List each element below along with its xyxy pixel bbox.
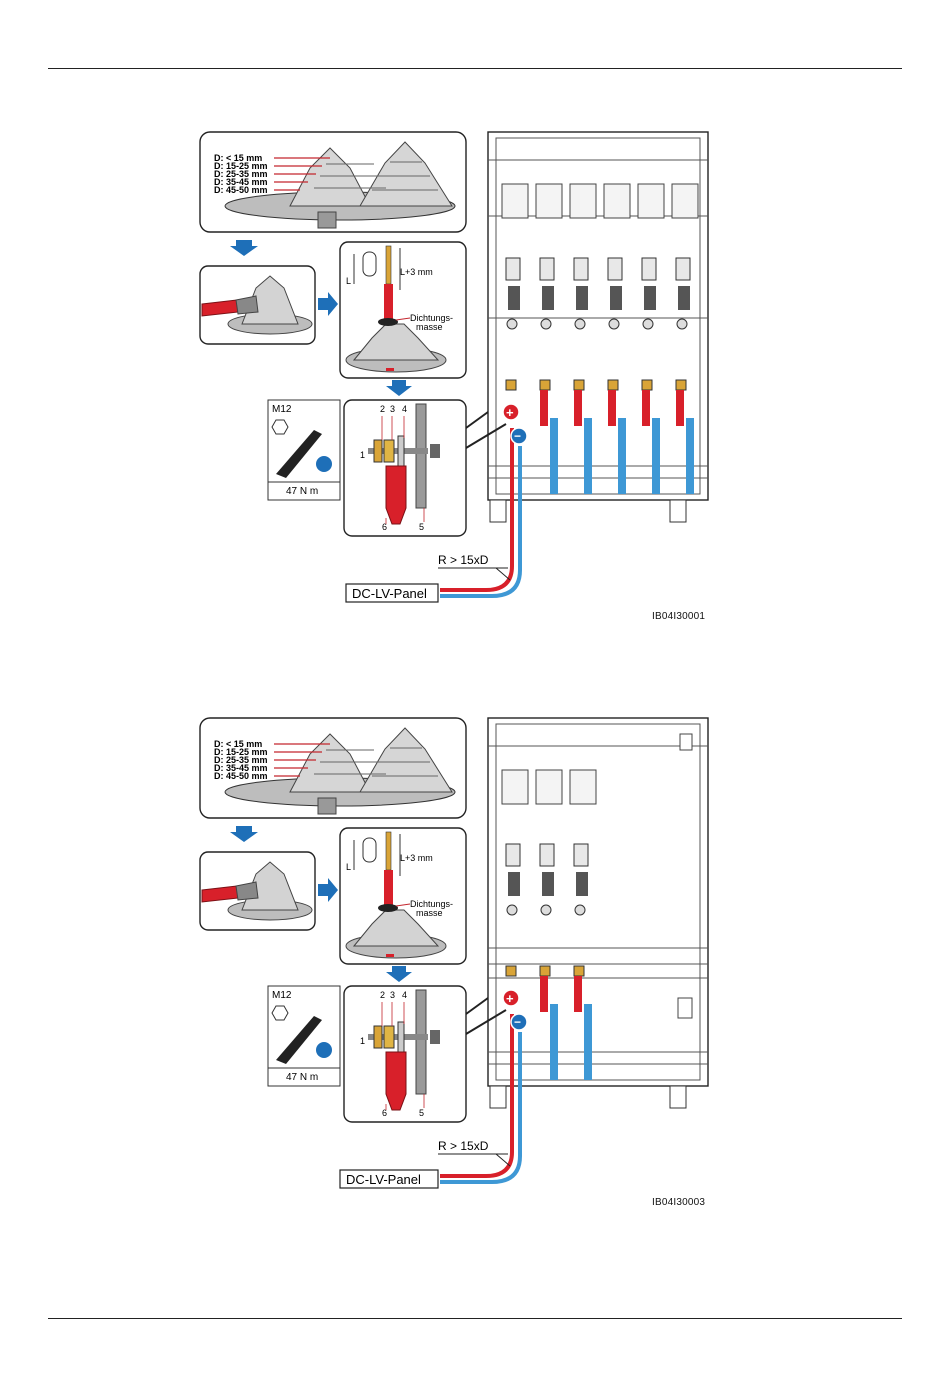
arrow-down-icon: [230, 240, 258, 256]
part-4-label: 4: [402, 990, 407, 1000]
diameter-label-4: D: 45-50 mm: [214, 185, 268, 195]
footer-rule: [48, 1318, 902, 1319]
part-3-label: 3: [390, 404, 395, 414]
plus-sign: +: [506, 405, 514, 420]
bend-radius-label: R > 15xD: [438, 1139, 489, 1153]
stripping-panel: L L+3 mm Dichtungs- masse: [340, 242, 466, 378]
stripping-panel: L L+3 mm Dichtungs- masse: [340, 828, 466, 964]
wrench-size-label: M12: [272, 990, 292, 1001]
arrow-down-icon: [230, 826, 258, 842]
sealant-label-2: masse: [416, 908, 443, 918]
terminal-detail-panel: 1 2 3 4 5 6: [344, 986, 466, 1122]
cable-gland-panel: [200, 852, 315, 930]
part-5-label: 5: [419, 1108, 424, 1118]
installation-diagram-1: D: < 15 mm D: 15-25 mm D: 25-35 mm D: 35…: [190, 128, 720, 628]
arrow-right-icon: [318, 878, 338, 902]
rotate-icon: [316, 456, 332, 472]
gland-panel: D: < 15 mm D: 15-25 mm D: 25-35 mm D: 35…: [200, 132, 466, 232]
header-rule: [48, 68, 902, 69]
cable-gland-panel: [200, 266, 315, 344]
gland-panel: D: < 15 mm D: 15-25 mm D: 25-35 mm D: 35…: [200, 718, 466, 818]
part-1-label: 1: [360, 450, 365, 460]
part-4-label: 4: [402, 404, 407, 414]
torque-label: 47 N m: [286, 486, 318, 497]
panel-label: DC-LV-Panel: [346, 1172, 421, 1187]
part-1-label: 1: [360, 1036, 365, 1046]
torque-panel: M12 47 N m: [268, 986, 340, 1086]
torque-label: 47 N m: [286, 1072, 318, 1083]
arrow-down-icon-2: [386, 380, 412, 396]
minus-sign: −: [514, 1015, 521, 1029]
part-2-label: 2: [380, 990, 385, 1000]
strip-length-label: L+3 mm: [400, 853, 433, 863]
torque-panel: M12 47 N m: [268, 400, 340, 500]
figure-code-1: IB04I30001: [652, 611, 705, 622]
strip-length-label: L+3 mm: [400, 267, 433, 277]
panel-label: DC-LV-Panel: [352, 586, 427, 601]
figure-code-2: IB04I30003: [652, 1197, 705, 1208]
diameter-label-4: D: 45-50 mm: [214, 771, 268, 781]
side-bracket: [678, 998, 692, 1018]
minus-sign: −: [514, 429, 521, 443]
sealant-label-2: masse: [416, 322, 443, 332]
rotate-icon: [316, 1042, 332, 1058]
installation-diagram-2: D: < 15 mm D: 15-25 mm D: 25-35 mm D: 35…: [190, 714, 720, 1214]
door-lock: [680, 734, 692, 750]
arrow-down-icon-2: [386, 966, 412, 982]
figure-1: D: < 15 mm D: 15-25 mm D: 25-35 mm D: 35…: [190, 128, 720, 628]
l-label: L: [346, 276, 351, 286]
part-5-label: 5: [419, 522, 424, 532]
wrench-size-label: M12: [272, 404, 292, 415]
bend-radius-label: R > 15xD: [438, 553, 489, 567]
figure-2: D: < 15 mm D: 15-25 mm D: 25-35 mm D: 35…: [190, 714, 720, 1214]
l-label: L: [346, 862, 351, 872]
plus-sign: +: [506, 991, 514, 1006]
terminal-detail-panel: 1 2 3 4 5 6: [344, 400, 466, 536]
part-2-label: 2: [380, 404, 385, 414]
part-3-label: 3: [390, 990, 395, 1000]
arrow-right-icon: [318, 292, 338, 316]
